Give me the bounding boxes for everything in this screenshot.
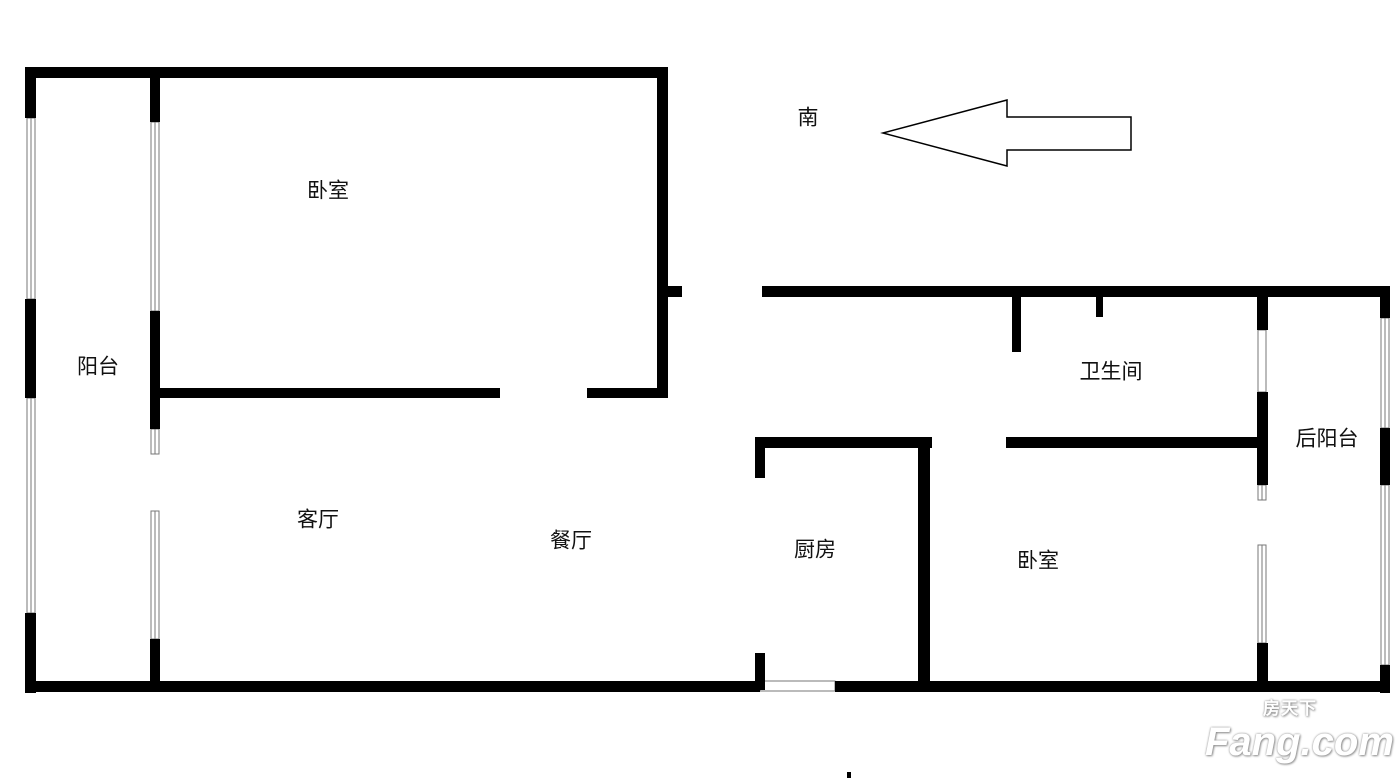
watermark-cn: 房天下 [1263, 699, 1317, 719]
watermark-en: Fang.com [1205, 720, 1394, 764]
room-label-living-room: 客厅 [297, 508, 339, 532]
room-label-rear-balcony: 后阳台 [1296, 427, 1359, 451]
compass-label: 南 [798, 106, 819, 130]
fang-watermark-logo: 房天下 Fang.com [1205, 700, 1395, 776]
room-label-kitchen: 厨房 [794, 538, 836, 562]
south-arrow-icon [880, 99, 1132, 167]
room-label-balcony: 阳台 [77, 355, 119, 379]
room-label-bedroom-bottom: 卧室 [1017, 549, 1059, 573]
windows [26, 117, 1390, 692]
room-label-bathroom: 卫生间 [1080, 360, 1143, 384]
room-label-bedroom-top: 卧室 [307, 179, 349, 203]
walls [25, 67, 1390, 778]
room-label-dining-room: 餐厅 [550, 529, 592, 553]
